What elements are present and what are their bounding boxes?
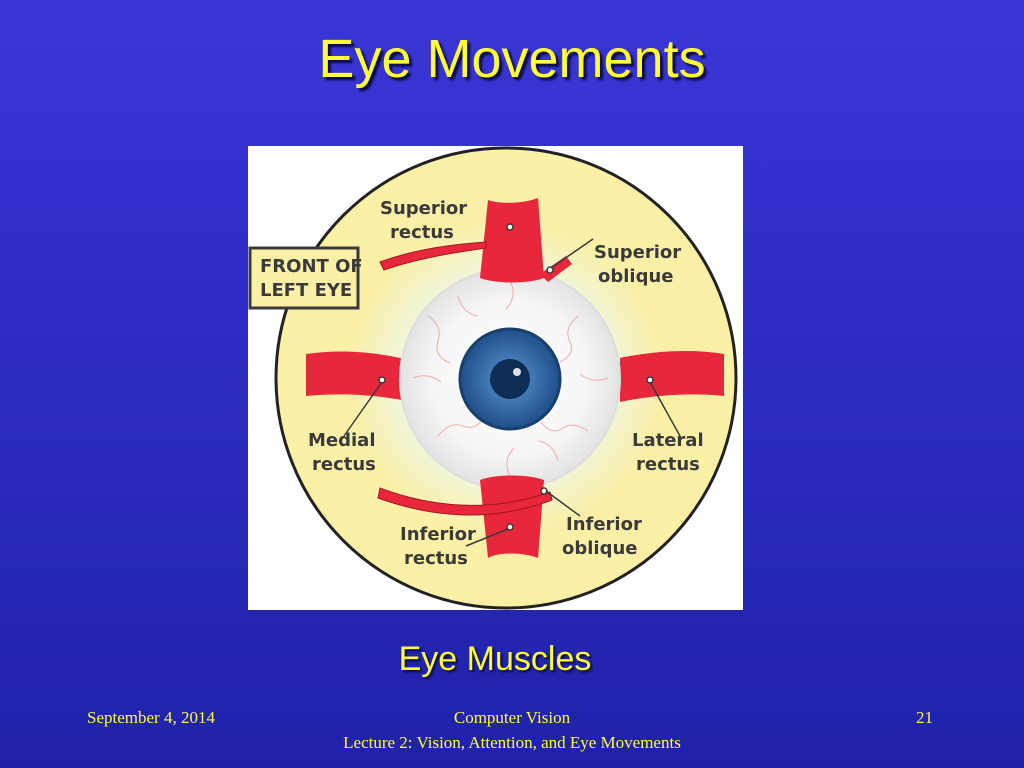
superior-rectus-label-2: rectus bbox=[390, 222, 454, 243]
superior-oblique-tendon bbox=[540, 256, 572, 282]
box-label-line2: LEFT EYE bbox=[260, 280, 352, 301]
superior-oblique-label-1: Superior bbox=[594, 242, 681, 263]
figure-caption: Eye Muscles bbox=[398, 640, 592, 678]
footer-course: Computer Vision bbox=[453, 708, 571, 727]
inferior-oblique-label-1: Inferior bbox=[566, 514, 642, 535]
medial-rectus-label-2: rectus bbox=[312, 454, 376, 475]
eye-diagram-svg: FRONT OF LEFT EYE Superior rectus Superi… bbox=[248, 146, 738, 610]
pupil bbox=[490, 359, 530, 399]
lateral-rectus-label-1: Lateral bbox=[632, 430, 704, 451]
inferior-rectus-label-2: rectus bbox=[404, 548, 468, 569]
superior-rectus-muscle bbox=[480, 198, 544, 283]
inferior-rectus-muscle bbox=[480, 475, 544, 558]
slide-title: Eye Movements bbox=[318, 29, 706, 89]
lateral-rectus-muscle bbox=[620, 351, 724, 402]
inferior-oblique-muscle bbox=[377, 487, 553, 516]
inferior-rectus-label-1: Inferior bbox=[400, 524, 476, 545]
superior-oblique-muscle bbox=[379, 241, 487, 271]
footer-lecture: Lecture 2: Vision, Attention, and Eye Mo… bbox=[343, 733, 681, 752]
medial-rectus-muscle bbox=[306, 351, 412, 402]
inferior-oblique-label-2: oblique bbox=[562, 538, 638, 559]
box-label-line1: FRONT OF bbox=[260, 256, 363, 277]
leader-lines bbox=[343, 238, 681, 547]
page-number: 21 bbox=[916, 708, 933, 727]
front-of-left-eye-box bbox=[248, 246, 360, 310]
lateral-rectus-label-2: rectus bbox=[636, 454, 700, 475]
footer-date: September 4, 2014 bbox=[87, 708, 215, 727]
insertion-markers bbox=[378, 223, 654, 531]
eye-muscles-diagram: FRONT OF LEFT EYE Superior rectus Superi… bbox=[248, 146, 743, 610]
blood-vessels bbox=[412, 280, 609, 477]
pupil-highlight bbox=[513, 368, 521, 376]
medial-rectus-label-1: Medial bbox=[308, 430, 376, 451]
superior-oblique-label-2: oblique bbox=[598, 266, 674, 287]
superior-rectus-label-1: Superior bbox=[380, 198, 467, 219]
